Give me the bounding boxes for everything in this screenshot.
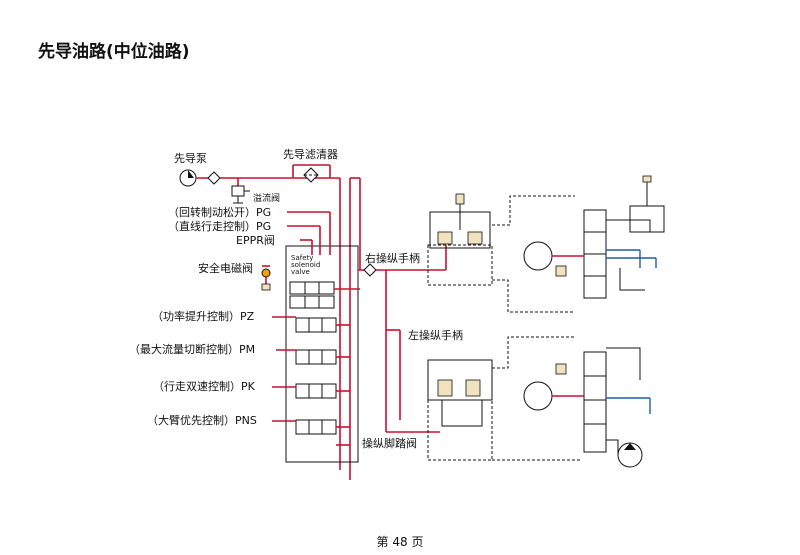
page-title: 先导油路(中位油路) bbox=[38, 42, 190, 62]
solenoid-valve-pz bbox=[295, 317, 337, 333]
label-pilot-pump: 先导泵 bbox=[174, 152, 207, 165]
pilot-pump-symbol bbox=[179, 169, 197, 187]
solenoid-block-outline bbox=[285, 245, 359, 463]
label-swing-brake-release: （回转制动松开）PG bbox=[168, 205, 271, 219]
safety-lever-symbol bbox=[261, 268, 271, 291]
solenoid-valve-pm bbox=[295, 349, 337, 365]
label-left-joystick: 左操纵手柄 bbox=[408, 328, 463, 342]
label-safety-solenoid-valve: 安全电磁阀 bbox=[198, 261, 253, 275]
solenoid-valve-pns bbox=[295, 419, 337, 435]
label-boom-priority-control: （大臂优先控制）PNS bbox=[147, 413, 257, 427]
label-travel-two-speed-control: （行走双速控制）PK bbox=[153, 379, 256, 393]
page-number: 第 48 页 bbox=[376, 535, 424, 549]
label-travel-pedal-valve: 操纵脚踏阀 bbox=[362, 436, 417, 450]
label-max-flow-cutoff-control: （最大流量切断控制）PM bbox=[129, 342, 255, 356]
label-safety-small-3: valve bbox=[291, 268, 310, 276]
relief-valve-symbol bbox=[231, 178, 250, 204]
check-diamond-1 bbox=[207, 171, 221, 185]
label-power-boost-control: （功率提升控制）PZ bbox=[152, 309, 255, 323]
check-diamond-2 bbox=[363, 263, 377, 277]
travel-motor-symbol bbox=[617, 442, 643, 468]
main-control-valve-lower bbox=[523, 351, 607, 453]
label-safety-small-1: Safety bbox=[291, 254, 313, 262]
boom-cylinder-symbol bbox=[629, 175, 665, 233]
main-control-valve-upper bbox=[523, 209, 607, 299]
label-pilot-filter: 先导滤清器 bbox=[283, 148, 338, 161]
right-joystick-symbol bbox=[429, 193, 491, 249]
left-joystick-symbol bbox=[427, 359, 493, 427]
pilot-filter-symbol bbox=[303, 167, 319, 183]
label-safety-small-2: solenoid bbox=[291, 261, 320, 269]
label-right-joystick: 右操纵手柄 bbox=[365, 251, 420, 265]
label-relief-valve: 溢流阀 bbox=[253, 192, 280, 204]
safety-solenoid-valve bbox=[289, 281, 335, 309]
label-straight-travel-control: （直线行走控制）PG bbox=[168, 219, 271, 233]
solenoid-valve-pk bbox=[295, 383, 337, 399]
label-eppr-valve: EPPR阀 bbox=[236, 233, 275, 247]
